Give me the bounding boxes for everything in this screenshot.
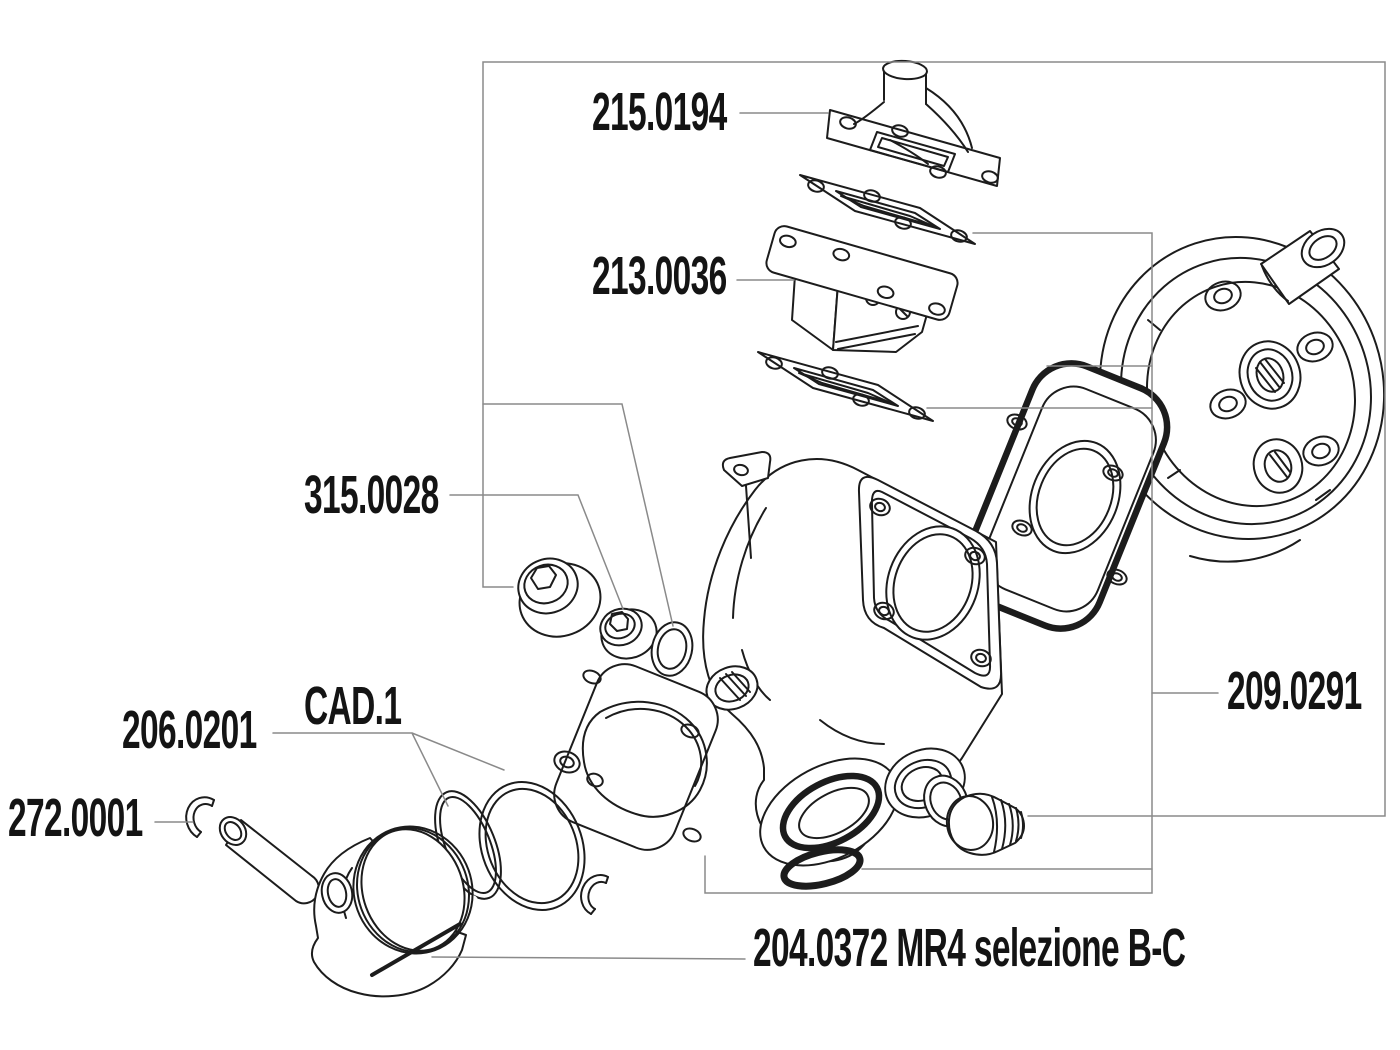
kit-frame-outline <box>482 61 1386 817</box>
circlip-right-drawing <box>580 874 609 915</box>
small-o-ring-drawing <box>650 621 694 677</box>
leader-piston-rings <box>272 732 505 807</box>
reed-gasket-lower-drawing <box>757 351 934 422</box>
base-gasket-drawing <box>553 663 719 851</box>
leader-plug-screws <box>449 494 624 610</box>
reed-gasket-upper-drawing <box>799 174 976 245</box>
thick-o-ring-drawing <box>780 846 864 890</box>
piston-drawing <box>310 825 474 998</box>
head-gasket-drawing <box>961 360 1171 632</box>
cylinder-drawing <box>702 451 1003 867</box>
threaded-plug-drawing <box>945 792 1025 856</box>
circlip-left-drawing <box>185 796 215 838</box>
plug-screws-drawing <box>517 557 658 660</box>
kit-frame-oring-branch <box>482 403 674 627</box>
leader-piston <box>431 956 746 960</box>
reed-valve-block-drawing <box>765 225 959 353</box>
part-label-gasket-set: 209.0291 <box>1227 661 1362 721</box>
cylinder-head-drawing <box>1098 227 1386 563</box>
piston-rings-drawing <box>434 781 586 913</box>
part-label-intake-manifold: 215.0194 <box>592 82 727 142</box>
part-label-piston-ring-set: 206.0201 <box>122 700 257 760</box>
part-label-plug-screw-set: 315.0028 <box>304 465 439 525</box>
intake-manifold-drawing <box>826 59 1001 187</box>
piston-pin-drawing <box>218 816 320 905</box>
part-label-ring-marking: CAD.1 <box>304 676 402 736</box>
gasket-set-frame <box>704 232 1153 894</box>
part-label-circlip: 272.0001 <box>8 788 143 848</box>
part-label-piston-kit: 204.0372 MR4 selezione B-C <box>753 918 1186 978</box>
part-label-reed-valve-block: 213.0036 <box>592 246 727 306</box>
